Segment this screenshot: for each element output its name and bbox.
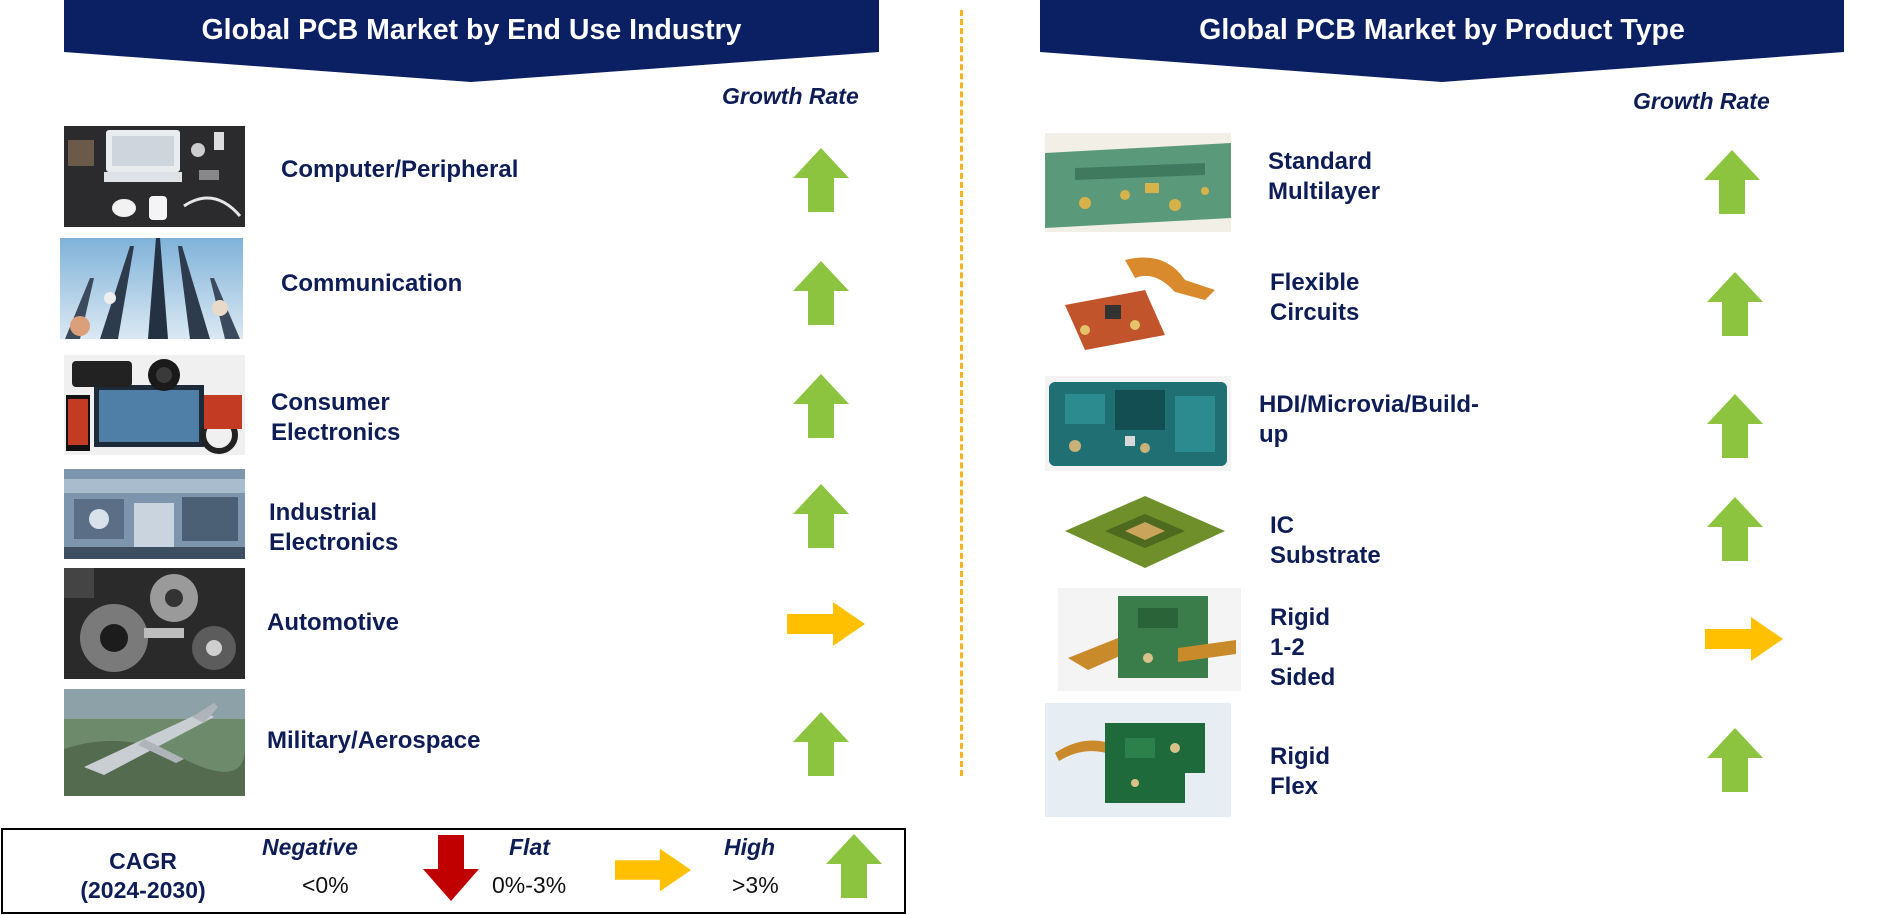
item-label: Communication bbox=[281, 270, 463, 297]
telecom-towers-photo bbox=[60, 238, 243, 339]
legend-flat-range: 0%-3% bbox=[492, 872, 567, 898]
growth-up-arrow-icon bbox=[1707, 497, 1763, 561]
item-label: Flexible Circuits bbox=[1270, 269, 1360, 326]
left-growth-rate-header: Growth Rate bbox=[722, 83, 859, 109]
cagr-title: CAGR bbox=[109, 848, 177, 874]
cagr-legend: CAGR (2024-2030) Negative <0% Flat 0%-3%… bbox=[1, 828, 906, 914]
item-label: Industrial Electronics bbox=[269, 499, 399, 556]
item-label: Military/Aerospace bbox=[267, 727, 481, 754]
legend-high-range: >3% bbox=[732, 872, 779, 898]
right-panel-header: Global PCB Market by Product Type bbox=[1040, 0, 1844, 82]
growth-flat-arrow-icon bbox=[1705, 617, 1783, 661]
ic-substrate-photo bbox=[1055, 486, 1231, 576]
fighter-jet-photo bbox=[64, 689, 245, 796]
rigid-flex-pcb-photo bbox=[1045, 703, 1231, 817]
growth-flat-arrow-icon bbox=[787, 602, 865, 646]
legend-flat-label: Flat bbox=[509, 834, 550, 860]
hdi-board-photo bbox=[1045, 376, 1231, 471]
item-label: Automotive bbox=[267, 609, 399, 636]
growth-up-arrow-icon bbox=[793, 712, 849, 776]
legend-negative-label: Negative bbox=[262, 834, 358, 860]
banner-shape bbox=[1040, 0, 1844, 82]
item-label: Standard Multilayer bbox=[1268, 148, 1381, 205]
growth-up-arrow-icon bbox=[793, 261, 849, 325]
item-label: Consumer Electronics bbox=[271, 389, 401, 446]
cagr-label: CAGR (2024-2030) bbox=[73, 847, 213, 905]
item-label: Computer/Peripheral bbox=[281, 156, 519, 183]
cagr-period: (2024-2030) bbox=[80, 877, 206, 903]
growth-up-arrow-icon bbox=[1704, 150, 1760, 214]
flexible-circuit-photo bbox=[1055, 250, 1221, 360]
growth-up-arrow-icon bbox=[1707, 272, 1763, 336]
panel-divider bbox=[960, 10, 963, 776]
green-up-arrow-icon bbox=[826, 834, 882, 898]
growth-up-arrow-icon bbox=[1707, 728, 1763, 792]
consumer-devices-photo bbox=[64, 355, 245, 455]
banner-shape bbox=[64, 0, 879, 82]
industrial-machinery-photo bbox=[64, 469, 245, 559]
growth-up-arrow-icon bbox=[1707, 394, 1763, 458]
item-label: HDI/Microvia/Build- up bbox=[1259, 391, 1480, 448]
legend-high-label: High bbox=[724, 834, 776, 860]
rigid-board-photo bbox=[1058, 588, 1241, 691]
item-label: Rigid 1-2 Sided bbox=[1270, 604, 1336, 691]
left-panel-title: Global PCB Market by End Use Industry bbox=[201, 14, 742, 46]
item-label: IC Substrate bbox=[1270, 512, 1381, 569]
item-label: Rigid Flex bbox=[1270, 743, 1330, 800]
growth-up-arrow-icon bbox=[793, 148, 849, 212]
left-panel-header: Global PCB Market by End Use Industry bbox=[64, 0, 879, 82]
legend-negative-range: <0% bbox=[302, 872, 349, 898]
orange-right-arrow-icon bbox=[615, 848, 691, 892]
multilayer-pcb-photo bbox=[1045, 133, 1231, 232]
red-down-arrow-icon bbox=[423, 835, 479, 901]
laptop-peripherals-photo bbox=[64, 126, 245, 227]
right-growth-rate-header: Growth Rate bbox=[1633, 88, 1770, 114]
right-panel-title: Global PCB Market by Product Type bbox=[1199, 14, 1685, 46]
growth-up-arrow-icon bbox=[793, 374, 849, 438]
growth-up-arrow-icon bbox=[793, 484, 849, 548]
engine-gears-photo bbox=[64, 568, 245, 679]
